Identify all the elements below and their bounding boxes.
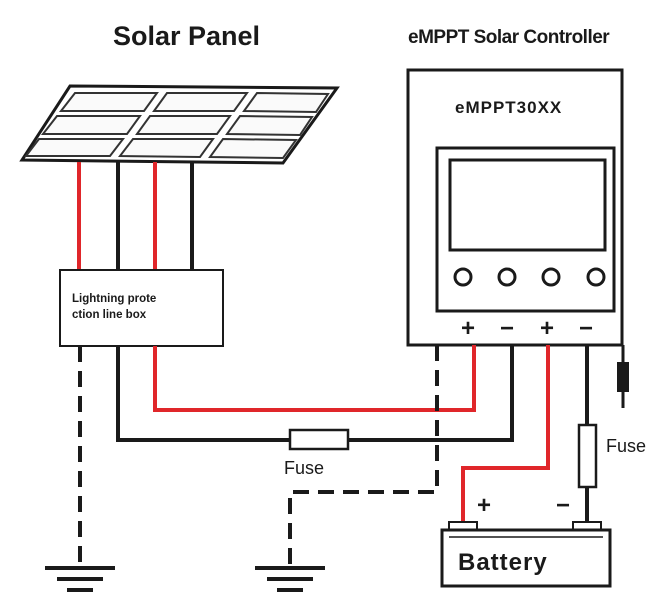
- controller-button-4[interactable]: [586, 267, 606, 287]
- battery-label: Battery: [458, 549, 548, 576]
- controller-button-1[interactable]: [453, 267, 473, 287]
- fuse-right-label: Fuse: [606, 436, 646, 456]
- controller-display: [448, 158, 607, 252]
- battery-positive-wire: [461, 345, 550, 525]
- lightning-protection-box: Lightning prote ction line box: [59, 269, 224, 347]
- battery-minus-label: −: [556, 492, 570, 519]
- terminal-label-batt-plus: +: [540, 315, 554, 342]
- lightning-box-label-line1: Lightning prote: [72, 293, 156, 305]
- ground-wire-controller: [288, 345, 439, 567]
- solar-panel-title: Solar Panel: [113, 21, 260, 51]
- pv-negative-wire-right: [348, 345, 514, 442]
- solar-panel-icon: [19, 84, 340, 165]
- ground-symbol-icon: [255, 566, 325, 592]
- controller-model-label: eMPPT30XX: [455, 98, 562, 117]
- battery-plus-label: +: [477, 492, 491, 519]
- controller-title: eMPPT Solar Controller: [408, 27, 610, 48]
- fuse-left-label: Fuse: [284, 458, 324, 478]
- ground-symbol-icon: [45, 566, 115, 592]
- terminal-label-batt-minus: −: [579, 315, 593, 342]
- lightning-box-label-line2: ction line box: [72, 309, 147, 321]
- pv-positive-wire: [153, 345, 476, 412]
- controller-unit: eMPPT30XX + − + −: [406, 68, 624, 347]
- battery-icon: [440, 521, 612, 588]
- pv-negative-wire-left: [116, 346, 290, 442]
- fuse-icon: [288, 428, 350, 451]
- fuse-icon: [577, 423, 598, 489]
- side-connector-icon: [617, 345, 629, 408]
- controller-button-2[interactable]: [497, 267, 517, 287]
- controller-button-3[interactable]: [541, 267, 561, 287]
- terminal-label-pv-minus: −: [500, 315, 514, 342]
- terminal-label-pv-plus: +: [461, 315, 475, 342]
